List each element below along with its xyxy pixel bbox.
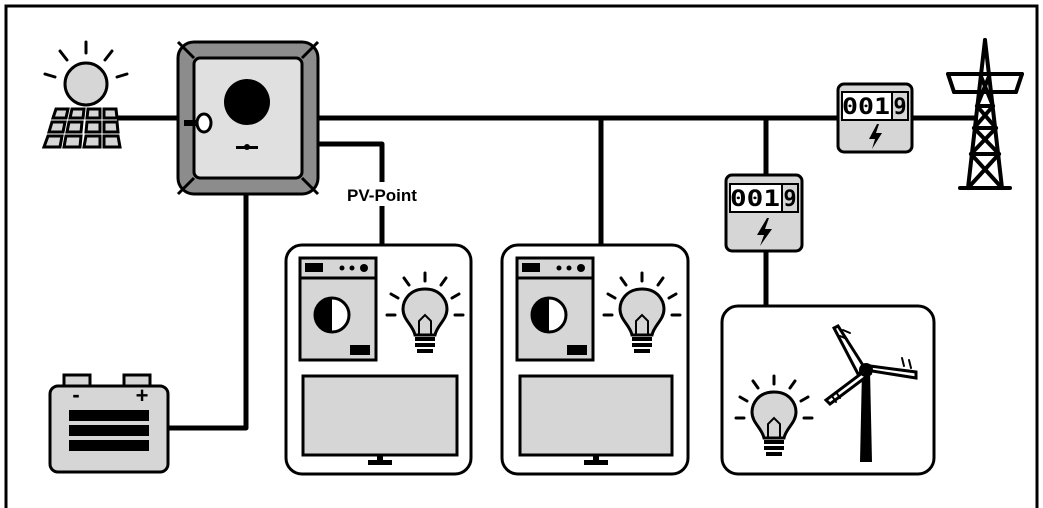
- washing-machine-icon: [515, 256, 595, 362]
- grid-energy-meter-icon: 001 9: [836, 82, 914, 154]
- meter-1-digits: 001: [842, 95, 890, 120]
- meter-2-last-digit: 9: [783, 187, 796, 212]
- meter-2-digits: 001: [730, 187, 780, 212]
- sun-icon: [43, 40, 129, 107]
- solar-panel-icon: [41, 107, 122, 149]
- pv-point-label: PV-Point: [347, 186, 417, 205]
- generator-panel: [720, 304, 936, 476]
- consumer-panel-1: [284, 243, 473, 476]
- inverter-icon: [176, 40, 320, 196]
- meter-1-last-digit: 9: [893, 95, 906, 120]
- tv-icon: [518, 374, 674, 465]
- battery-icon: - +: [48, 373, 170, 474]
- pylon-icon: [946, 38, 1024, 190]
- battery-plus-label: +: [136, 383, 149, 408]
- wiring: [117, 115, 978, 431]
- wind-turbine-icon: [823, 324, 918, 462]
- tv-icon: [301, 374, 459, 465]
- washing-machine-icon: [298, 256, 378, 362]
- battery-minus-label: -: [72, 382, 79, 407]
- generator-energy-meter-icon: 001 9: [724, 173, 804, 253]
- consumer-panel-2: [500, 243, 690, 476]
